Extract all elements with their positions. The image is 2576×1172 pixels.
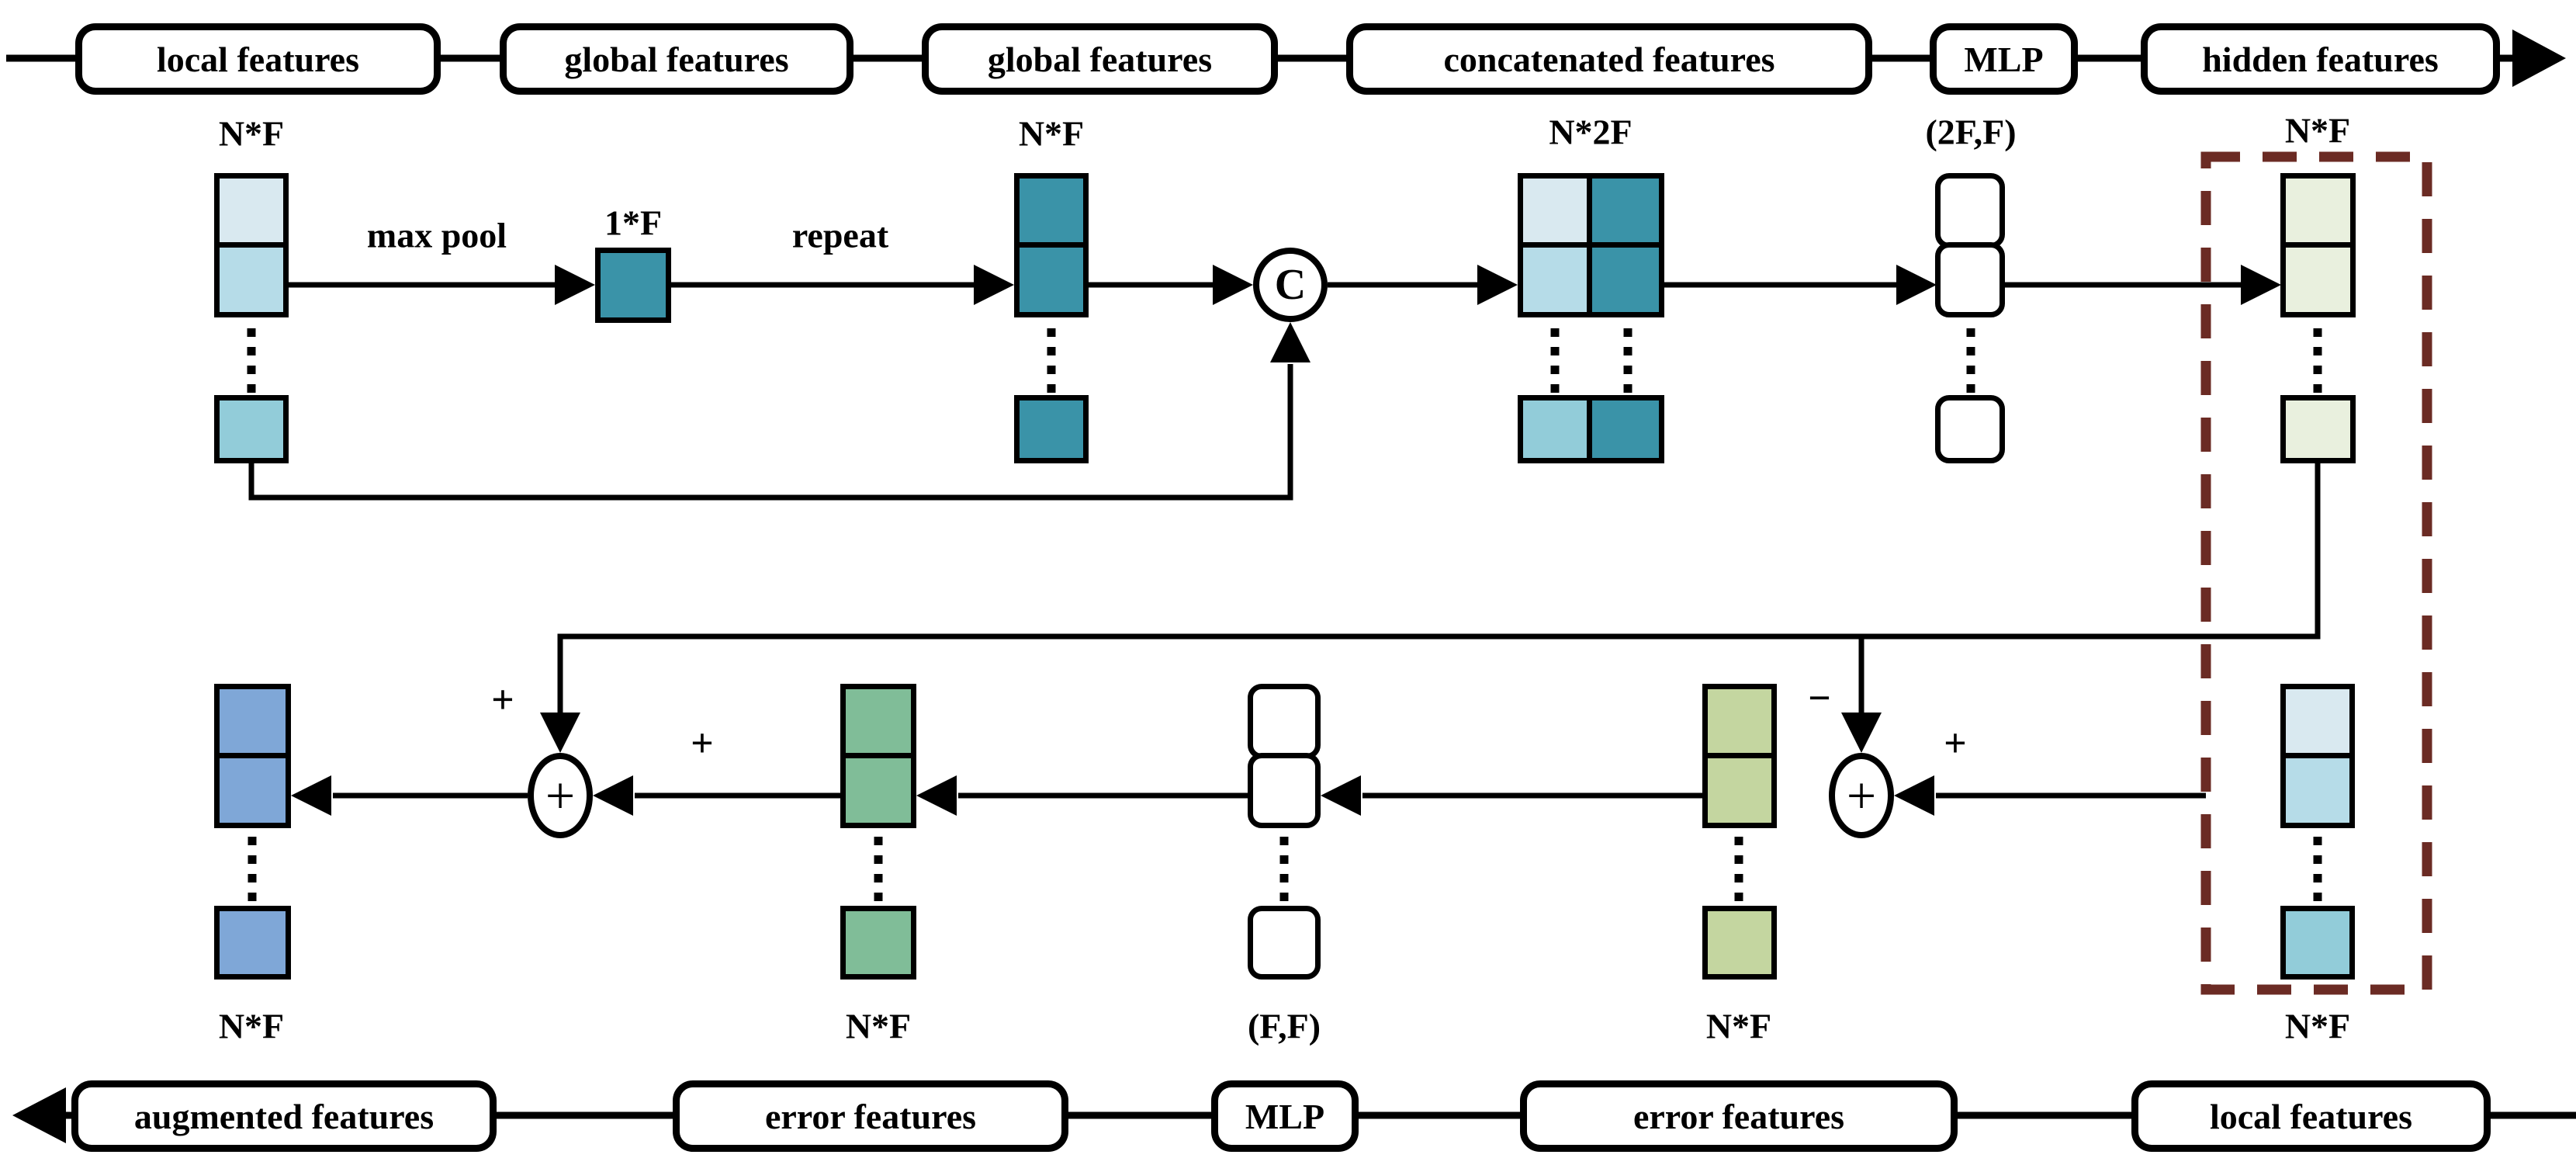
- stack-concatenated-left-column: [1518, 173, 1592, 463]
- label-nf-local-top: N*F: [218, 113, 285, 154]
- feature-cell: [1935, 395, 2005, 463]
- feature-cell: [1248, 906, 1321, 980]
- label-repeat: repeat: [791, 215, 889, 255]
- feature-cell: [1935, 173, 2005, 248]
- label-nf-error-right: N*F: [1705, 1006, 1772, 1046]
- stack-ellipsis-gap: [1587, 317, 1664, 395]
- stack-error-features-right: [1702, 684, 1777, 980]
- label-nf-augmented: N*F: [218, 1006, 285, 1046]
- sign-minus-hidden-input: −: [1808, 676, 1831, 721]
- feature-cell: [2280, 173, 2356, 248]
- feature-cell: [1587, 395, 1664, 463]
- feature-cell: [1014, 242, 1089, 317]
- pipeline-box-mlp-top: MLP: [1930, 23, 2078, 95]
- concatenate-circle: C: [1253, 248, 1328, 322]
- feature-cell: [840, 753, 916, 828]
- add-symbol-left: +: [545, 765, 576, 825]
- stack-mlp-bottom-weights: [1248, 684, 1321, 980]
- stack-ellipsis-gap: [214, 828, 291, 906]
- feature-cell: [214, 753, 291, 828]
- stack-ellipsis-gap: [1702, 828, 1777, 906]
- pipeline-box-local-features-bottom: local features: [2131, 1080, 2491, 1152]
- sign-plus-error-input: +: [691, 721, 714, 766]
- label-nf-global: N*F: [1018, 113, 1085, 154]
- pipeline-box-hidden-features: hidden features: [2141, 23, 2500, 95]
- stack-error-features-left: [840, 684, 916, 980]
- feature-cell: [214, 906, 291, 980]
- feature-cell: [2280, 395, 2356, 463]
- concatenate-symbol: C: [1274, 261, 1307, 309]
- feature-cell: [1518, 242, 1592, 317]
- feature-cell: [1702, 906, 1777, 980]
- feature-cell: [214, 395, 289, 463]
- sign-plus-above-add-circle: +: [491, 678, 514, 723]
- stack-ellipsis-gap: [1935, 317, 2005, 395]
- stack-ellipsis-gap: [1248, 828, 1321, 906]
- label-n2f: N*2F: [1549, 112, 1633, 152]
- add-symbol-right: +: [1846, 765, 1877, 825]
- pipeline-box-global-features-2: global features: [922, 23, 1278, 95]
- feature-cell: [1518, 173, 1592, 248]
- feature-cell: [1518, 395, 1592, 463]
- feature-cell: [1014, 173, 1089, 248]
- feature-cell: [2280, 242, 2356, 317]
- feature-cell: [2280, 906, 2355, 980]
- stack-global-features-repeated: [1014, 173, 1089, 463]
- pipeline-box-local-features-top: local features: [75, 23, 441, 95]
- feature-cell: [1248, 753, 1321, 828]
- label-mlp-bottom-dims: (F,F): [1247, 1006, 1321, 1046]
- sign-plus-local-input: +: [1944, 721, 1967, 766]
- feature-cell: [2280, 753, 2355, 828]
- stack-ellipsis-gap: [214, 317, 289, 395]
- feature-cell: [840, 684, 916, 759]
- label-nf-hidden: N*F: [2284, 110, 2351, 151]
- feature-cell: [1702, 684, 1777, 759]
- stack-ellipsis-gap: [1518, 317, 1592, 395]
- feature-cell: [214, 242, 289, 317]
- stack-hidden-features: [2280, 173, 2356, 463]
- pipeline-box-concatenated-features: concatenated features: [1346, 23, 1872, 95]
- stack-mlp-top-weights: [1935, 173, 2005, 463]
- feature-cell: [2280, 684, 2355, 759]
- pipeline-box-error-features-2: error features: [1520, 1080, 1958, 1152]
- stack-ellipsis-gap: [2280, 828, 2355, 906]
- feature-cell: [595, 248, 671, 323]
- stack-ellipsis-gap: [2280, 317, 2356, 395]
- feature-cell: [214, 684, 291, 759]
- stack-concatenated-right-column: [1587, 173, 1664, 463]
- dashed-group-box: [2200, 151, 2432, 995]
- stack-ellipsis-gap: [1014, 317, 1089, 395]
- feature-cell: [1248, 684, 1321, 759]
- label-1f: 1*F: [604, 203, 663, 243]
- pipeline-box-error-features-1: error features: [673, 1080, 1068, 1152]
- pipeline-box-mlp-bottom: MLP: [1211, 1080, 1359, 1152]
- stack-augmented-features: [214, 684, 291, 980]
- label-nf-error-left: N*F: [845, 1006, 912, 1046]
- stack-local-features-top: [214, 173, 289, 463]
- stack-local-features-bottom: [2280, 684, 2355, 980]
- add-circle-left: +: [528, 753, 593, 838]
- stack-global-feature-1f: [595, 248, 671, 323]
- feature-cell: [840, 906, 916, 980]
- feature-cell: [1014, 395, 1089, 463]
- label-nf-local-bottom: N*F: [2284, 1006, 2351, 1046]
- feature-cell: [1587, 173, 1664, 248]
- pipeline-box-augmented-features: augmented features: [71, 1080, 497, 1152]
- label-mlp-top-dims: (2F,F): [1925, 112, 2017, 152]
- feature-cell: [214, 173, 289, 248]
- feature-cell: [1935, 242, 2005, 317]
- feature-cell: [1587, 242, 1664, 317]
- subtract-circle-right: +: [1829, 753, 1894, 838]
- feature-cell: [1702, 753, 1777, 828]
- pipeline-box-global-features-1: global features: [500, 23, 853, 95]
- label-max-pool: max pool: [366, 215, 507, 255]
- stack-ellipsis-gap: [840, 828, 916, 906]
